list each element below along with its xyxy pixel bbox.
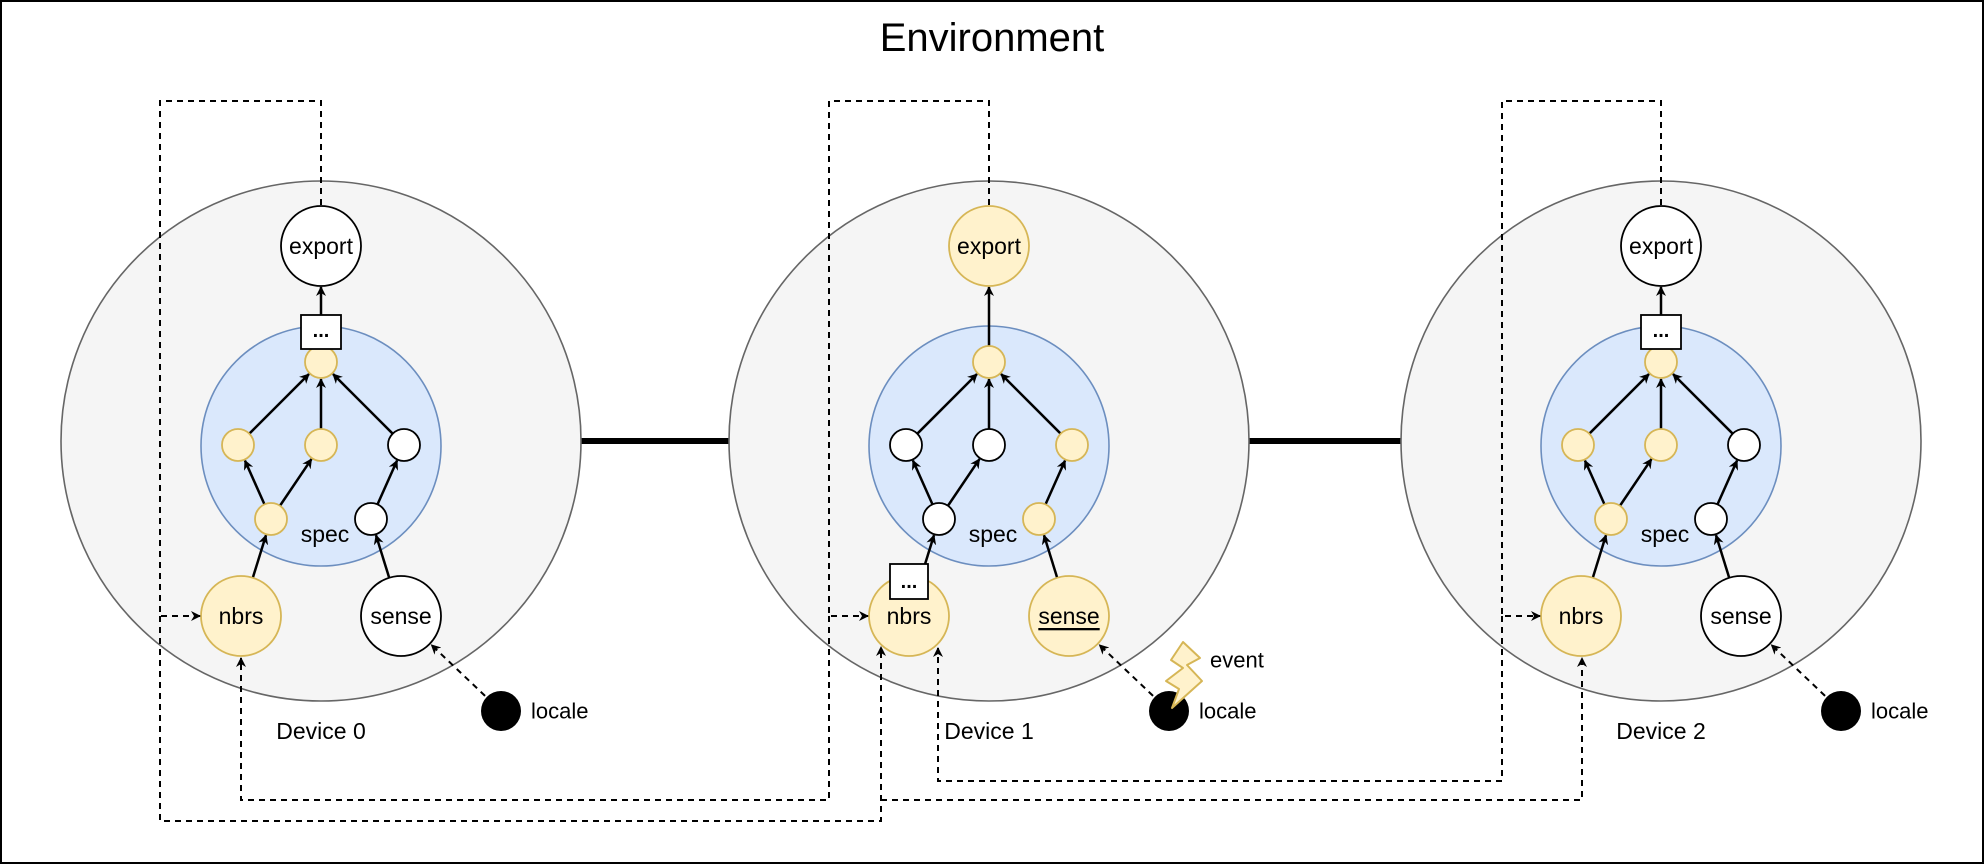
ellipsis-label: ... [901,571,918,593]
spec-label: spec [1641,521,1690,547]
dashed-arrow [430,644,486,697]
nbrs-node [1540,575,1622,657]
route-export2-to-nbrs1 [933,616,1503,782]
computation-node [1594,502,1628,536]
computation-node [1644,345,1678,379]
computation-node [922,502,956,536]
ellipsis-label: ... [1653,320,1670,342]
event-label: event [1210,648,1264,673]
computation-node [254,502,288,536]
route-export0-to-nbrs0 [159,100,322,621]
ellipsis-box [1640,314,1682,350]
route-export2-to-nbrs2 [1501,100,1662,621]
locale-label: locale [1871,699,1928,724]
sense-node-label: sense [370,603,431,629]
export-node-label: export [957,233,1022,259]
computation-node [972,428,1006,462]
export-node [948,205,1030,287]
computation-node [889,428,923,462]
flow-arrow [332,373,394,435]
event-bolt-icon [1165,641,1203,709]
device-name: Device 0 [276,718,365,744]
nbrs-node-label: nbrs [1559,603,1604,629]
flow-arrow [1716,459,1739,505]
dashed-arrow [1098,644,1154,697]
flow-arrow [1588,373,1650,435]
sense-node [1700,575,1782,657]
flow-arrow [1041,534,1059,579]
spec-label: spec [969,521,1018,547]
flow-arrow [248,373,310,435]
flow-arrow [1591,534,1609,579]
computation-node [1561,428,1595,462]
flow-arrow [278,458,313,507]
flow-arrow [376,459,399,505]
computation-node [354,502,388,536]
flow-arrow [911,459,934,505]
flow-arrow [1618,458,1653,507]
ellipsis-box [889,563,929,600]
sense-node [360,575,442,657]
nbrs-node-label: nbrs [887,603,932,629]
route-export0-to-nbrs1 [159,616,886,822]
flow-arrow [373,534,391,579]
flow-arrow [916,373,978,435]
export-node [1620,205,1702,287]
flow-arrow [251,534,269,579]
flow-arrow [1713,534,1731,579]
route-export1-to-nbrs2 [881,657,1587,801]
flow-arrow [946,458,981,507]
flow-arrow [1583,459,1606,505]
flow-arrow [243,459,266,505]
neighbor-routes [159,100,1662,822]
nbrs-node [200,575,282,657]
dashed-arrow [1770,644,1826,697]
export-node-label: export [289,233,354,259]
computation-node [387,428,421,462]
computation-node [1022,502,1056,536]
locale-node [481,691,521,731]
computation-node [972,345,1006,379]
export-node [280,205,362,287]
device-name: Device 1 [944,718,1033,744]
computation-node [1727,428,1761,462]
route-export1-to-nbrs0 [236,616,830,801]
sense-node-label: sense [1038,603,1099,629]
locale-node [1821,691,1861,731]
computation-node [1644,428,1678,462]
nbrs-node-label: nbrs [219,603,264,629]
flow-arrow [1044,459,1067,505]
sense-node [1028,575,1110,657]
route-export1-to-nbrs1 [828,100,990,621]
computation-node [1055,428,1089,462]
locale-label: locale [531,699,588,724]
computation-node [304,345,338,379]
ellipsis-label: ... [313,320,330,342]
device-name: Device 2 [1616,718,1705,744]
flow-arrow [1672,373,1734,435]
computation-node [1694,502,1728,536]
computation-node [221,428,255,462]
locale-label: locale [1199,699,1256,724]
spec-label: spec [301,521,350,547]
export-node-label: export [1629,233,1694,259]
sense-node-label: sense [1710,603,1771,629]
environment-title: Environment [880,16,1105,60]
flow-arrow [1000,373,1062,435]
ellipsis-box [300,314,342,350]
computation-node [304,428,338,462]
